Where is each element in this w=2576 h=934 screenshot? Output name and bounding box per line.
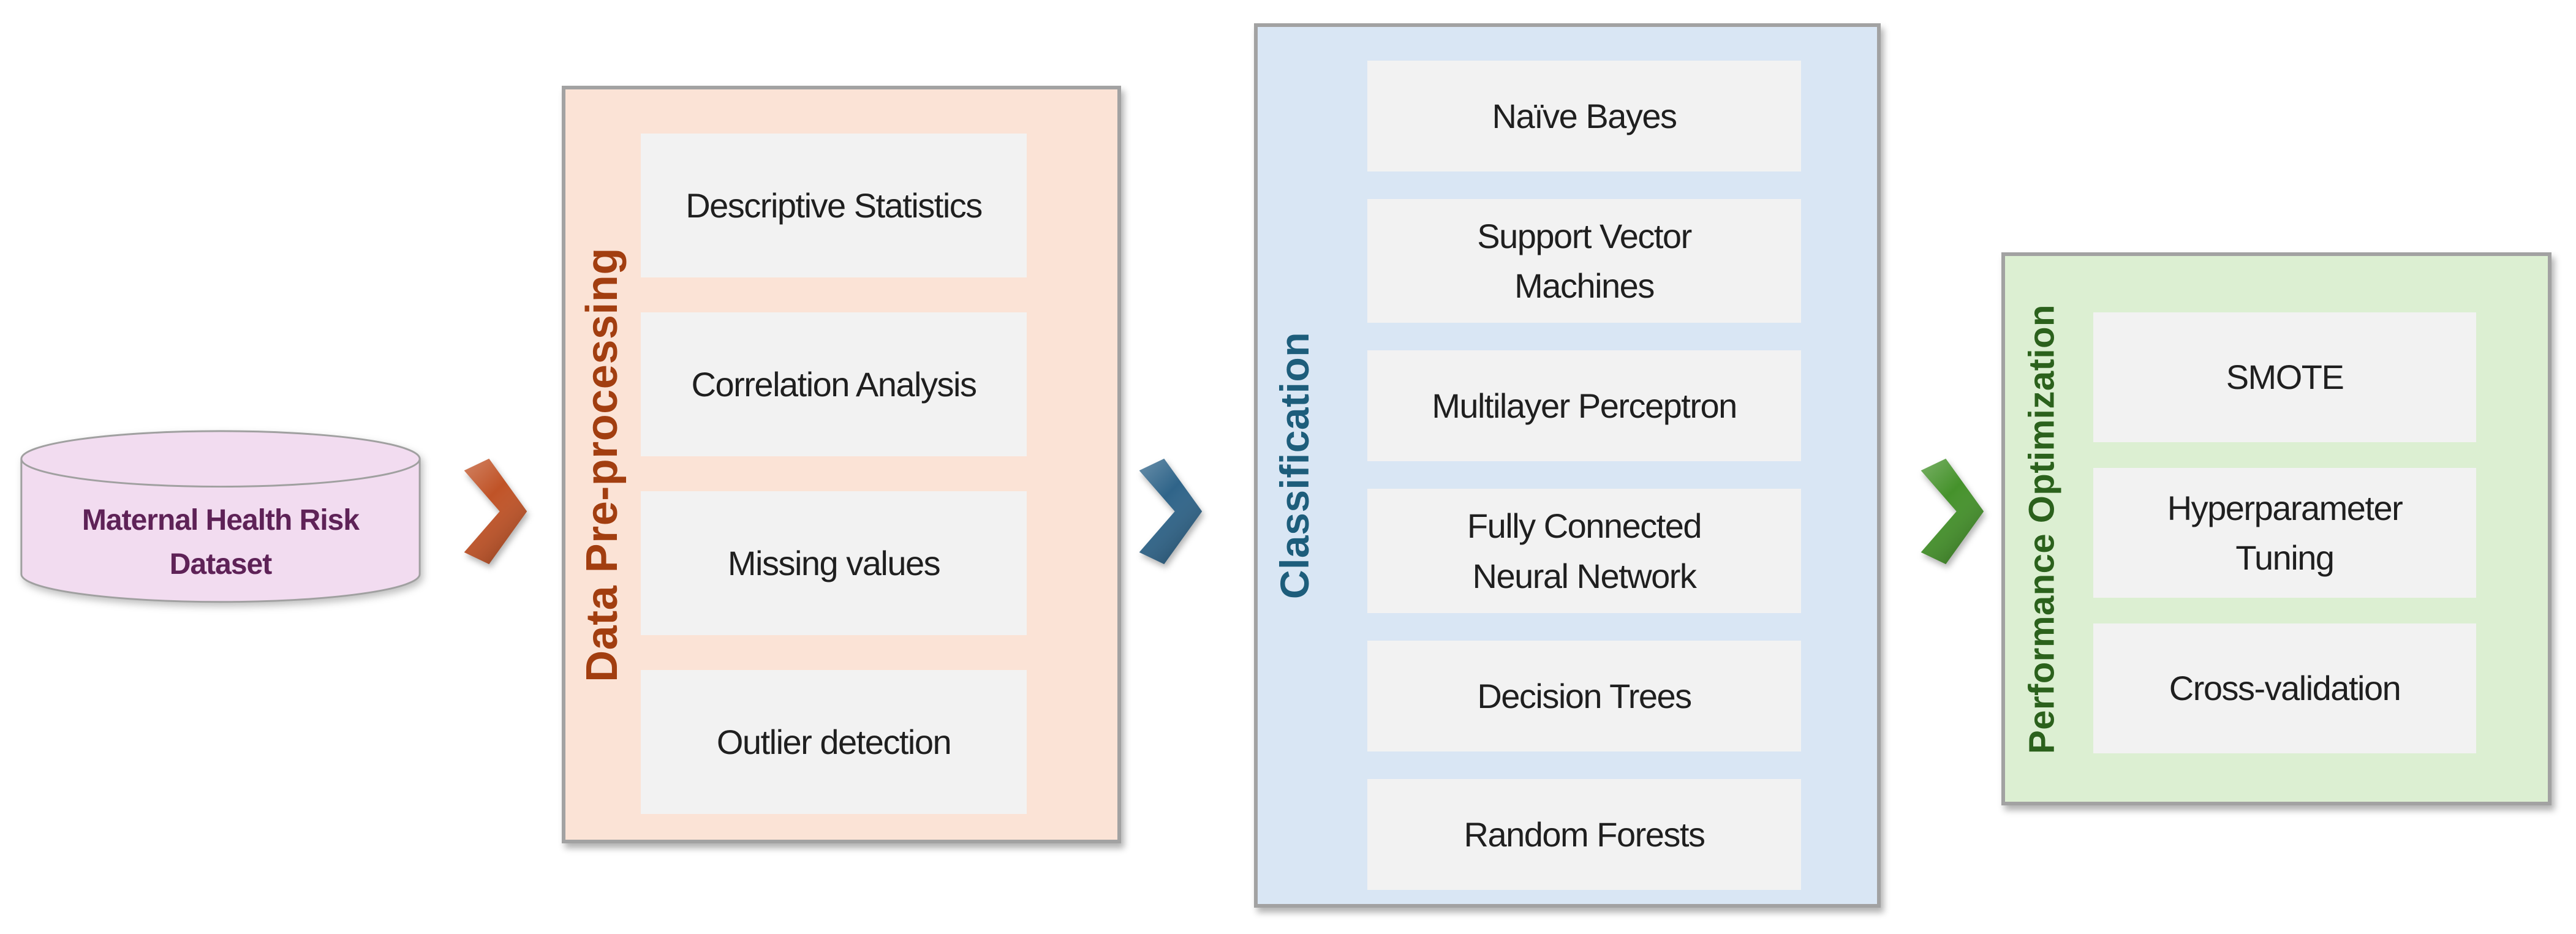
- dataset-label: Maternal Health Risk Dataset: [81, 504, 360, 581]
- stage-item: Missing values: [641, 491, 1027, 635]
- stage-item: Naïve Bayes: [1367, 61, 1801, 171]
- stage-item: Hyperparameter Tuning: [2093, 468, 2476, 598]
- stage-items: Naïve Bayes Support Vector Machines Mult…: [1367, 61, 1801, 890]
- stage-items: Descriptive Statistics Correlation Analy…: [641, 134, 1027, 814]
- stage-item: Descriptive Statistics: [641, 134, 1027, 277]
- stage-item: Outlier detection: [641, 670, 1027, 814]
- stage-panel-classification: Classification Naïve Bayes Support Vecto…: [1254, 23, 1881, 908]
- stage-title: Performance Optimization: [2022, 304, 2062, 754]
- chevron-right-icon: [464, 458, 527, 565]
- chevron-right-icon: [1921, 458, 1984, 565]
- flow-arrow-3: [1915, 453, 1987, 570]
- stage-panel-data-preprocessing: Data Pre-processing Descriptive Statisti…: [562, 86, 1121, 843]
- flow-arrow-1: [458, 453, 531, 570]
- stage-item: Correlation Analysis: [641, 312, 1027, 456]
- flow-arrow-2: [1133, 453, 1206, 570]
- stage-item: Random Forests: [1367, 778, 1801, 890]
- chevron-right-icon: [1139, 458, 1203, 565]
- dataset-cylinder: Maternal Health Risk Dataset: [15, 427, 426, 606]
- stage-item: Support Vector Machines: [1367, 199, 1801, 323]
- stage-item: SMOTE: [2093, 312, 2476, 442]
- stage-item: Multilayer Perceptron: [1367, 350, 1801, 462]
- stage-title: Data Pre-processing: [578, 247, 627, 682]
- stage-item: Decision Trees: [1367, 640, 1801, 751]
- stage-panel-performance-optimization: Performance Optimization SMOTE Hyperpara…: [2001, 252, 2551, 805]
- stage-item: Fully Connected Neural Network: [1367, 489, 1801, 613]
- stage-items: SMOTE Hyperparameter Tuning Cross-valida…: [2093, 312, 2476, 753]
- database-cylinder-icon: [20, 430, 421, 603]
- stage-item: Cross-validation: [2093, 623, 2476, 753]
- stage-title: Classification: [1272, 331, 1317, 600]
